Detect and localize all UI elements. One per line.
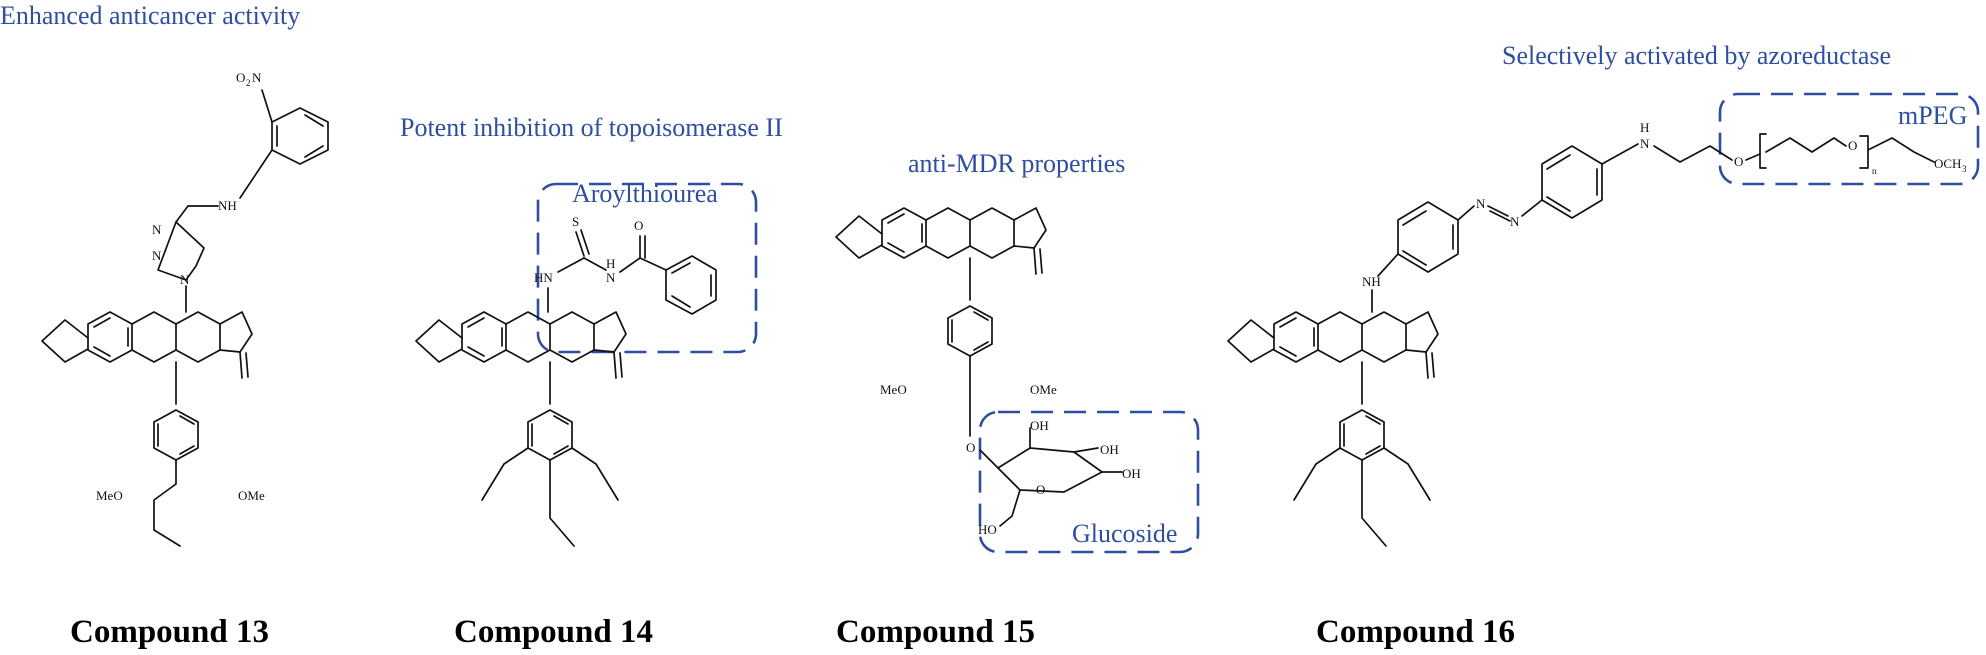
- mpeg-label: mPEG: [1898, 101, 1967, 130]
- azo-n2: N: [1510, 214, 1520, 229]
- triazole-ring: [157, 221, 205, 281]
- triazole-n3: N: [180, 272, 190, 287]
- compound-15-caption: Compound 15: [836, 614, 1035, 650]
- compound-13-ome: OMe: [238, 488, 265, 503]
- compound-13: Enhanced anticancer activity O 2 N NH N …: [0, 1, 329, 650]
- nitro-o: O: [236, 70, 245, 85]
- peg-o2: O: [1848, 138, 1857, 153]
- benzoyl-ring: [665, 255, 717, 315]
- triazole-n2: N: [152, 248, 162, 263]
- amine-h: H: [1640, 120, 1649, 135]
- amine-n: N: [1640, 136, 1650, 151]
- aniline-ring-2: [1541, 145, 1603, 219]
- compound-13-caption: Compound 13: [70, 614, 269, 650]
- thio-s: S: [572, 214, 579, 229]
- peg-n: n: [1872, 166, 1877, 176]
- compound-15-ome: OMe: [1030, 382, 1057, 397]
- nitrophenyl-ring: [271, 107, 329, 165]
- peg-o1: O: [1734, 154, 1743, 169]
- aniline-ring-1: [1397, 201, 1459, 273]
- glucose-oh-right-top: OH: [1100, 442, 1119, 457]
- compound-14-note: Potent inhibition of topoisomerase II: [400, 113, 783, 142]
- glucoside-label: Glucoside: [1072, 519, 1177, 548]
- nitro-n: N: [252, 70, 262, 85]
- glucose-ho: HO: [978, 522, 997, 537]
- compound-16-caption: Compound 16: [1316, 614, 1515, 650]
- glucose-ring-o: O: [1036, 482, 1045, 497]
- thio-hn: HN: [534, 270, 553, 285]
- glucose-ring: [997, 447, 1103, 493]
- glucoside-box: [978, 410, 1200, 554]
- aroylthiourea-label: Aroylthiourea: [572, 179, 718, 208]
- aroylthiourea-box: [536, 182, 758, 354]
- compound-16-note: Selectively activated by azoreductase: [1502, 41, 1891, 70]
- compound-15: anti-MDR properties MeO OMe O Glucoside …: [835, 149, 1200, 650]
- compound-13-meo: MeO: [96, 488, 123, 503]
- carbonyl-o: O: [634, 218, 643, 233]
- thio-nh: H: [606, 256, 615, 271]
- compound-14: Potent inhibition of topoisomerase II Ar…: [400, 113, 783, 650]
- nitro-sub: 2: [246, 78, 251, 88]
- glucose-oh-right: OH: [1122, 466, 1141, 481]
- triazole-n1: N: [152, 222, 162, 237]
- compound-15-meo: MeO: [880, 382, 907, 397]
- compound-13-amine: NH: [218, 198, 237, 213]
- thio-n: N: [606, 270, 616, 285]
- peg-och3-sub: 3: [1962, 164, 1967, 174]
- compound-16-nh: NH: [1362, 274, 1381, 289]
- compound-15-note: anti-MDR properties: [908, 149, 1125, 178]
- azo-n1: N: [1476, 196, 1486, 211]
- peg-och3: OCH: [1934, 156, 1961, 171]
- compound-16: Selectively activated by azoreductase mP…: [1227, 41, 1980, 650]
- mpeg-box: [1718, 92, 1980, 186]
- glucose-oh-top: OH: [1030, 418, 1049, 433]
- compound-14-caption: Compound 14: [454, 614, 653, 650]
- glycosidic-o: O: [966, 440, 975, 455]
- compound-13-note: Enhanced anticancer activity: [0, 1, 300, 30]
